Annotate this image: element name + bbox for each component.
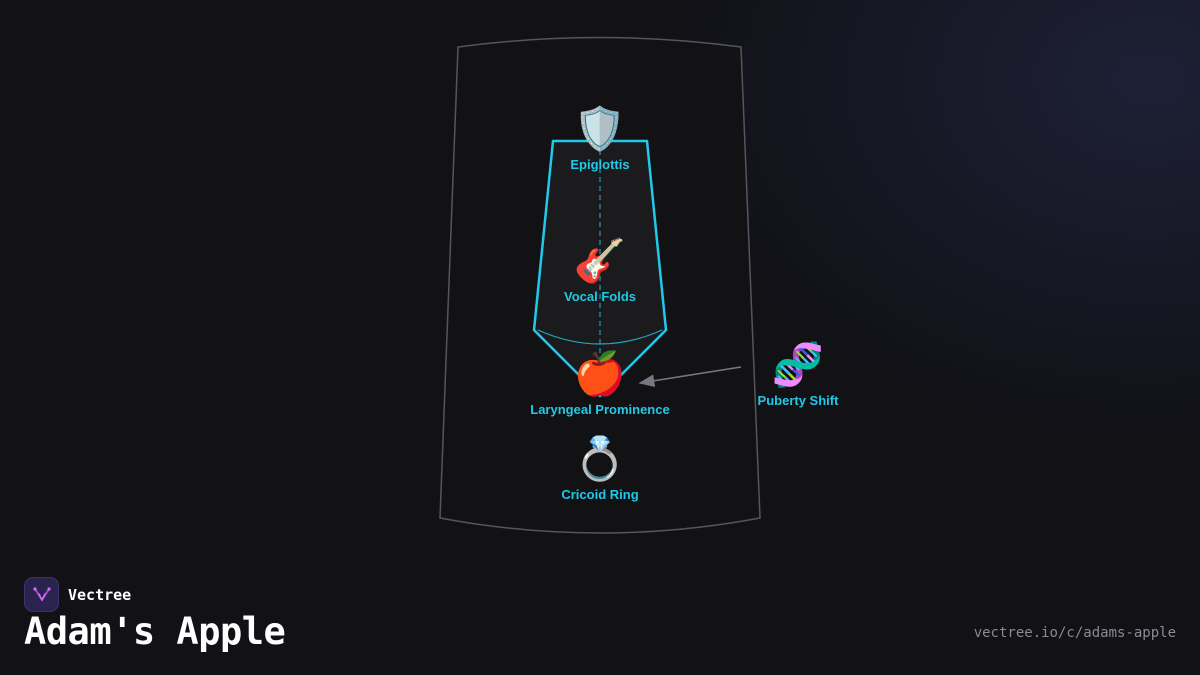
node-laryngeal-prominence[interactable]: 🍎 Laryngeal Prominence	[530, 348, 669, 417]
vectree-logo-icon	[24, 577, 59, 612]
node-epiglottis[interactable]: 🛡️ Epiglottis	[570, 104, 629, 172]
ring-icon: 💍	[574, 434, 626, 484]
apple-icon: 🍎	[574, 348, 626, 398]
shield-icon: 🛡️	[574, 104, 626, 153]
brand-name: Vectree	[68, 585, 132, 604]
brand[interactable]: Vectree	[24, 577, 131, 612]
node-label: Epiglottis	[570, 157, 629, 172]
node-label: Laryngeal Prominence	[530, 402, 669, 417]
node-cricoid-ring[interactable]: 💍 Cricoid Ring	[561, 434, 638, 502]
dna-icon: 🧬	[772, 339, 824, 390]
node-label: Puberty Shift	[758, 393, 840, 408]
guitar-icon: 🎸	[574, 236, 626, 286]
node-puberty-shift[interactable]: 🧬 Puberty Shift	[758, 339, 840, 408]
node-vocal-folds[interactable]: 🎸 Vocal Folds	[564, 236, 636, 304]
page-title: Adam's Apple	[24, 610, 286, 653]
node-label: Cricoid Ring	[561, 487, 638, 502]
page-url[interactable]: vectree.io/c/adams-apple	[973, 625, 1176, 641]
edge-puberty-to-prominence	[638, 366, 742, 388]
node-label: Vocal Folds	[564, 289, 636, 304]
